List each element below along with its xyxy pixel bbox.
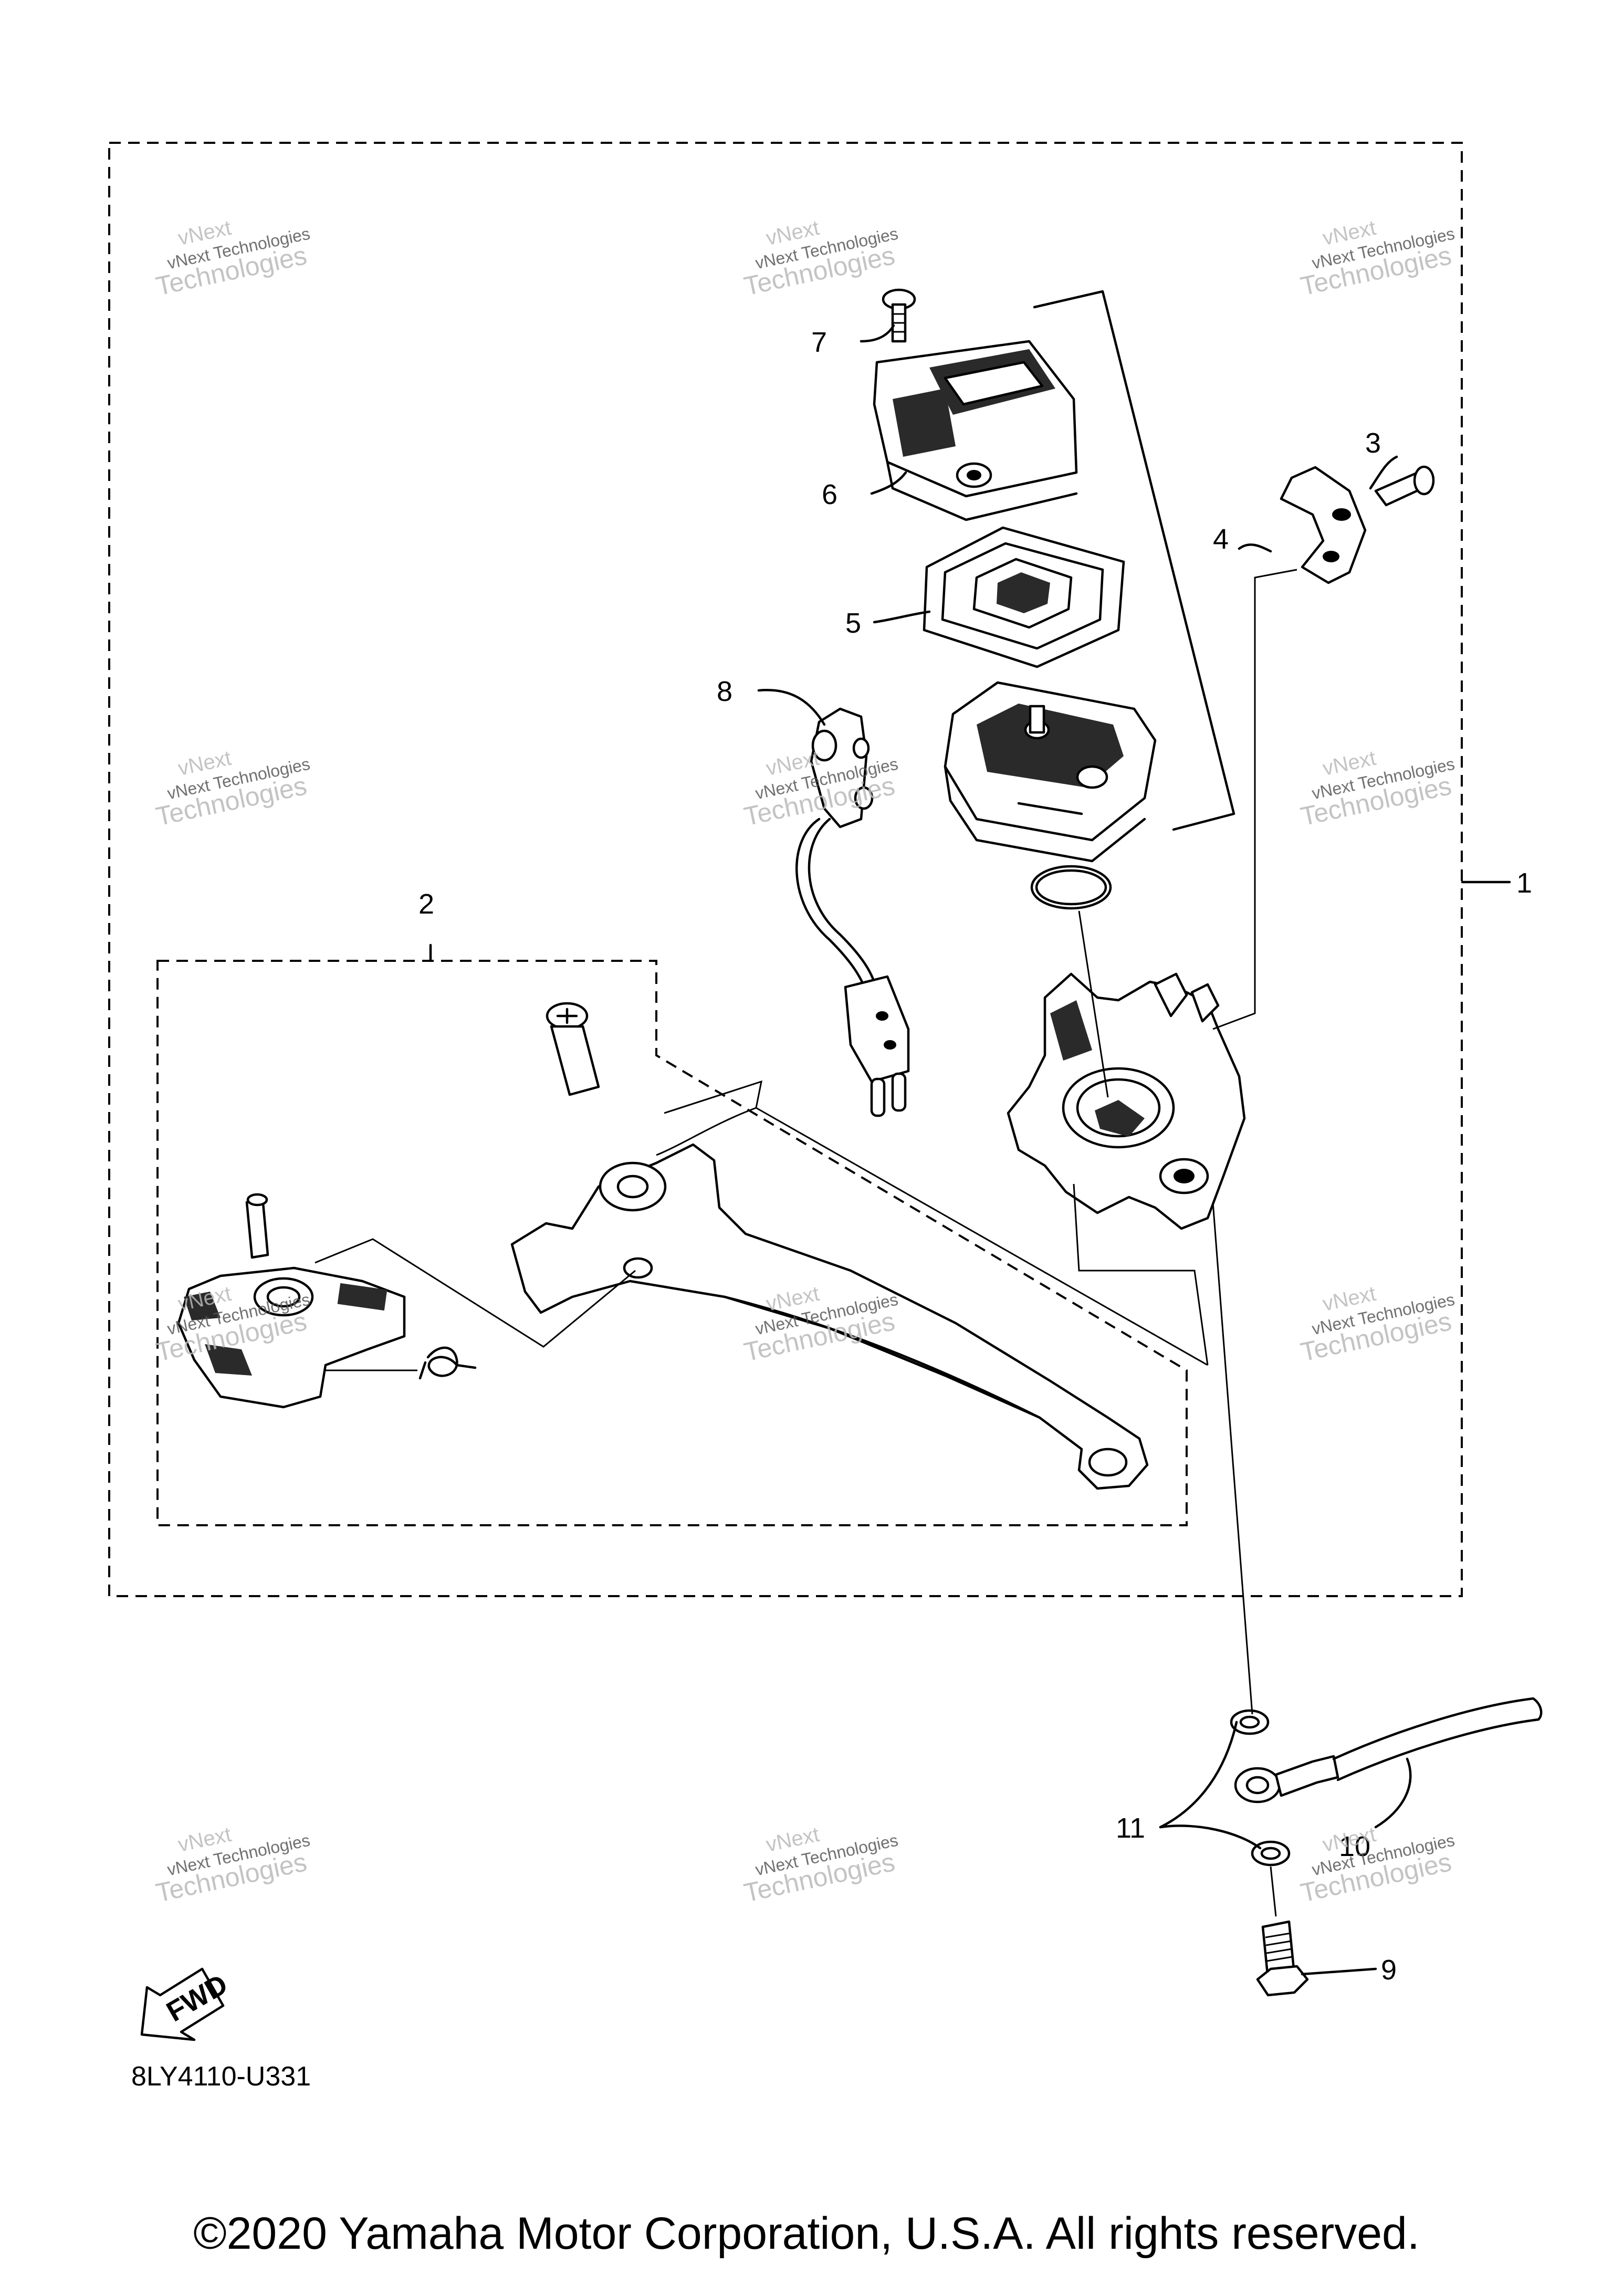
part-6-reservoir-cap: [873, 340, 1078, 521]
watermark: vNext vNext Technologies Technologies: [153, 1823, 312, 1908]
watermark: vNext vNext Technologies Technologies: [741, 216, 900, 301]
assembly-1-boundary: [108, 142, 1463, 1597]
part-4-reservoir-body: [944, 681, 1157, 863]
callout-5: 5: [845, 607, 861, 639]
part-1-master-cylinder: [1007, 972, 1246, 1230]
callout-1: 1: [1516, 867, 1532, 899]
part-code: 8LY4110-U331: [131, 2061, 311, 2092]
part-9-banjo-bolt: [1256, 1920, 1309, 1997]
part-7-screw: [882, 288, 916, 343]
watermark: vNext vNext Technologies Technologies: [1298, 1282, 1457, 1367]
callout-labels: 1 2 3 4 5 6 7 8 9 10 11: [418, 327, 1532, 1986]
leader-lines: [429, 290, 1511, 1976]
clamp-holder: [1280, 466, 1367, 584]
part-11-washer-lower: [1251, 1840, 1291, 1867]
lever-adjuster: [177, 1193, 406, 1409]
lever-pivot-bolt: [546, 1002, 600, 1096]
brake-lever: [510, 1143, 1149, 1490]
lever-spring: [418, 1346, 477, 1380]
part-5-diaphragm: [923, 526, 1125, 668]
alignment-lines: [315, 569, 1297, 1917]
part-11-washer-upper: [1230, 1709, 1270, 1735]
watermark: vNext vNext Technologies Technologies: [1298, 747, 1457, 832]
callout-3: 3: [1365, 427, 1381, 459]
callout-2: 2: [418, 888, 434, 920]
callout-11: 11: [1116, 1812, 1145, 1844]
o-ring: [1030, 865, 1112, 910]
part-3-bolt: [1374, 465, 1435, 507]
watermark: vNext vNext Technologies Technologies: [741, 1823, 900, 1908]
watermark: vNext vNext Technologies Technologies: [153, 747, 312, 832]
watermark: vNext vNext Technologies Technologies: [153, 216, 312, 301]
callout-7: 7: [811, 327, 827, 358]
callout-8: 8: [717, 676, 732, 707]
callout-4: 4: [1213, 523, 1229, 555]
part-10-brake-hose: [1234, 1697, 1543, 1804]
fwd-arrow-icon: FWD: [140, 1967, 233, 2041]
watermark: vNext vNext Technologies Technologies: [1298, 216, 1457, 301]
part-8-switch: [795, 707, 910, 1117]
assembly-2-boundary: [156, 960, 1188, 1526]
copyright-notice: ©2020 Yamaha Motor Corporation, U.S.A. A…: [193, 2208, 1420, 2259]
callout-9: 9: [1381, 1954, 1397, 1986]
callout-6: 6: [822, 479, 837, 510]
watermark: vNext vNext Technologies Technologies: [1298, 1823, 1457, 1908]
callout-10: 10: [1339, 1831, 1370, 1862]
watermarks: vNext vNext Technologies Technologies vN…: [153, 216, 1457, 1908]
